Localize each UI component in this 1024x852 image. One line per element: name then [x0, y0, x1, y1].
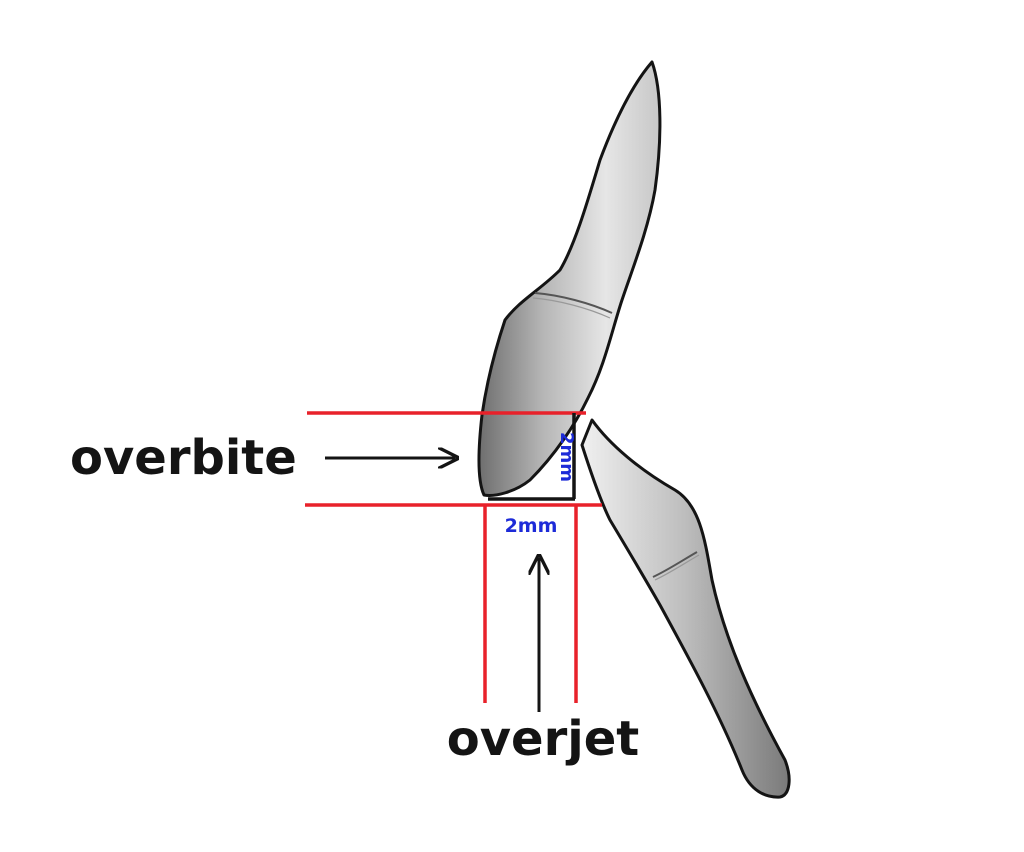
upper-incisor: [477, 60, 662, 497]
reference-lines: [305, 411, 602, 703]
lower-incisor: [580, 418, 791, 799]
measurement-bracket: [488, 413, 576, 501]
overjet-label: overjet: [447, 711, 639, 767]
overbite-label: overbite: [70, 430, 297, 486]
overbite-value: 2mm: [556, 432, 577, 482]
overjet-value: 2mm: [505, 515, 558, 537]
